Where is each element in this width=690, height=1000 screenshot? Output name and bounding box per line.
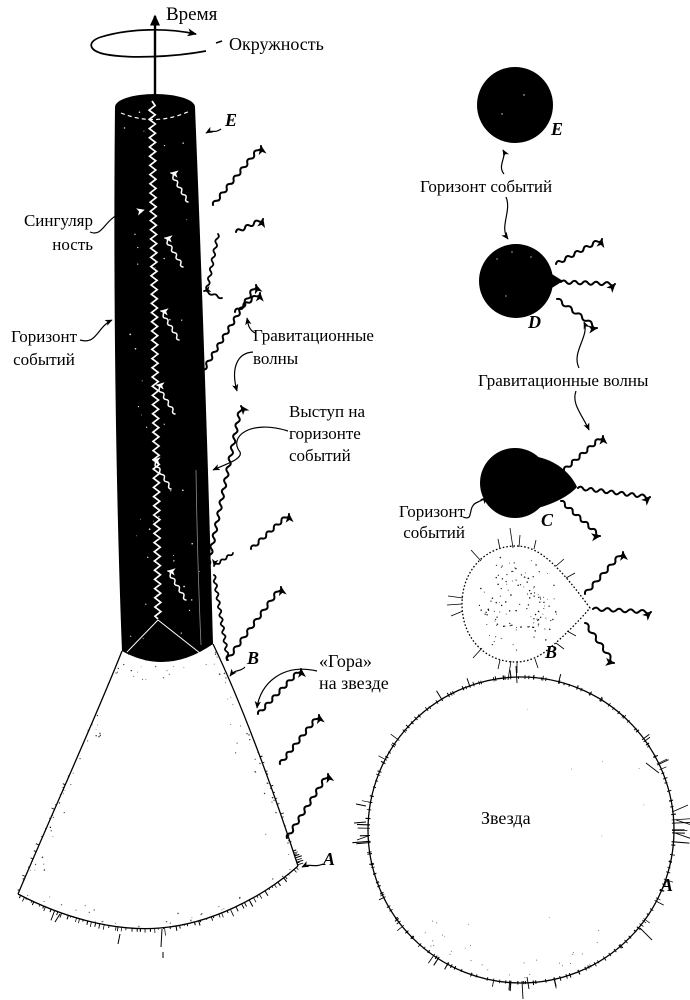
stage-c-black-hole — [480, 448, 550, 518]
mountain-label: «Гора» на звезде — [319, 651, 389, 693]
gravwave-pointer-upper — [245, 317, 256, 334]
star-surface-stipple — [22, 647, 291, 928]
gravitational-waves-label-right: Гравитационные волны — [478, 371, 649, 390]
gravwaves-pointer-down — [574, 390, 590, 431]
circumference-label: Окружность — [229, 34, 324, 54]
stage-a-marker-right: A — [661, 875, 674, 895]
singularity-label: Сингуляр ность — [23, 211, 93, 254]
stage-b-spikes — [446, 527, 577, 681]
circumference-tick — [215, 40, 223, 44]
singularity-zigzag — [147, 100, 163, 620]
stage-e-black-hole — [477, 67, 553, 143]
mountain-pointer — [254, 668, 318, 709]
gravitational-waves-label-left: Гравитационные волны — [253, 326, 374, 368]
stage-d-marker-right: D — [528, 312, 541, 332]
stage-e-marker-left: E — [225, 110, 238, 130]
stage-e-marker-right: E — [551, 119, 564, 139]
star-label: Звезда — [481, 808, 531, 828]
star-surface-hairs — [17, 755, 304, 958]
stage-c-bulge — [538, 457, 577, 508]
stage-a-pointer-left — [301, 861, 324, 868]
collapse-sequence-diagram — [352, 67, 690, 1000]
horizon-pointer-left — [79, 319, 113, 342]
infalling-wavy-arrows — [152, 170, 189, 601]
gravitational-wave-arrows-left — [199, 145, 335, 839]
singularity-pointer — [89, 214, 118, 234]
stage-b-pointer-left — [229, 666, 246, 677]
gravwave-pointer-lower — [232, 351, 254, 392]
gravitational-wave-arrows-right — [555, 238, 652, 666]
cylinder-side-highlight — [195, 469, 202, 646]
stage-d-black-hole — [479, 244, 553, 318]
cylinder-specks — [123, 111, 200, 640]
stage-a-star-outline — [367, 676, 675, 984]
spacetime-diagram — [17, 14, 335, 958]
stage-b-marker-right: B — [545, 642, 558, 662]
stage-a-hairs — [352, 665, 690, 1000]
stage-d-point — [547, 271, 563, 291]
bulge-label: Выступ на горизонте событий — [289, 402, 366, 465]
stage-b-star-outline — [461, 545, 591, 663]
collapsing-star-surface — [17, 643, 299, 930]
stage-e-pointer-left — [205, 126, 222, 134]
stage-a-marker-left: A — [323, 849, 336, 869]
stage-b-marker-left: B — [247, 648, 260, 668]
singularity-pointer-inner — [117, 208, 145, 216]
horizon-birth-lines — [126, 619, 206, 658]
gravwaves-pointer-up — [576, 321, 590, 369]
horizon-top-pointer-up — [500, 149, 510, 175]
horizon-label-left: Горизонт событий — [10, 327, 78, 369]
horizon-top-pointer-down — [501, 196, 509, 240]
horizon-label-c: Горизонт событий — [398, 502, 465, 542]
circumference-arrow — [90, 28, 207, 58]
stage-c-marker-right: C — [541, 510, 554, 530]
horizon-c-pointer — [462, 496, 488, 519]
horizon-label-top-right: Горизонт событий — [420, 177, 553, 196]
bulge-pointer — [212, 426, 289, 471]
time-axis-label: Время — [166, 4, 218, 25]
stage-b-stipple — [478, 556, 558, 651]
stage-a-stipple — [424, 708, 645, 979]
black-hole-specks — [496, 94, 532, 297]
